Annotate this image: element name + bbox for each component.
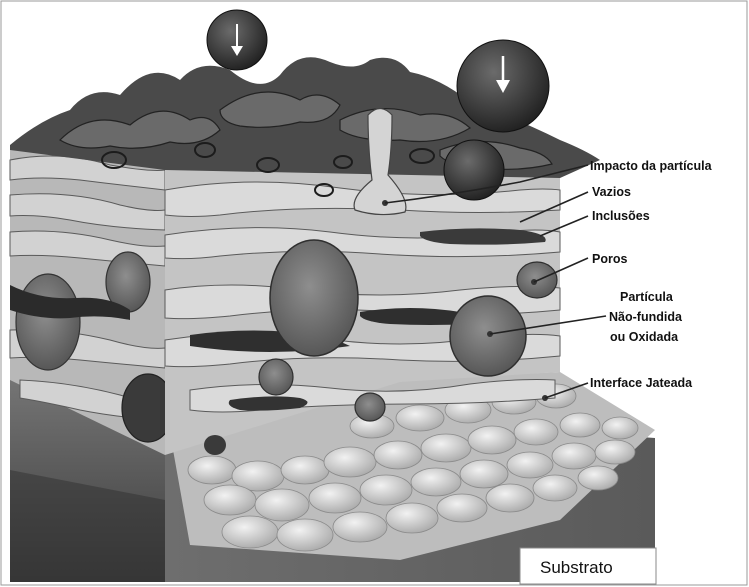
label-blasted-interface: Interface Jateada: [590, 376, 693, 390]
label-particle-impact: Impacto da partícula: [590, 159, 713, 173]
label-voids: Vazios: [592, 185, 631, 199]
label-inclusions: Inclusões: [592, 209, 650, 223]
label-particle-line2: Não-fundida: [609, 310, 683, 324]
label-substrate: Substrato: [540, 558, 613, 577]
label-particle-line1: Partícula: [620, 290, 674, 304]
incoming-particle-small: [207, 10, 267, 70]
label-particle-line3: ou Oxidada: [610, 330, 679, 344]
incoming-particle-large: [457, 40, 549, 132]
label-pores: Poros: [592, 252, 627, 266]
pore-large: [270, 240, 358, 356]
substrate-caption: Substrato: [520, 548, 656, 584]
